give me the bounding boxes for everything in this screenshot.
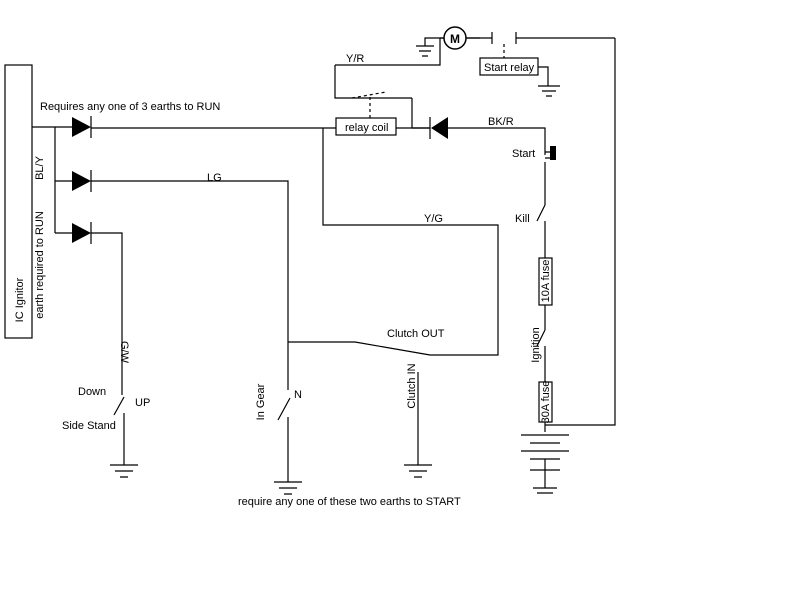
- g-w-label: G/W: [118, 341, 130, 364]
- neutral-switch: In Gear N: [255, 383, 302, 482]
- ground-clutch: [404, 464, 432, 478]
- clutch-switch: Clutch OUT Clutch IN: [322, 128, 499, 465]
- side-stand-label: Side Stand: [62, 420, 116, 432]
- ic-ignitor-label: IC Ignitor: [14, 277, 26, 322]
- clutch-out-label: Clutch OUT: [387, 328, 445, 340]
- ground-neutral: [274, 481, 302, 495]
- relay-coil: relay coil: [334, 65, 430, 136]
- motor-label: M: [450, 32, 460, 46]
- ignition-label: Ignition: [530, 327, 542, 362]
- n-label: N: [294, 389, 302, 401]
- requires-any-one-label: Requires any one of 3 earths to RUN: [40, 101, 220, 113]
- lg-label: LG: [207, 172, 222, 184]
- ic-ignitor: IC Ignitor: [4, 64, 33, 339]
- relay-coil-label: relay coil: [345, 122, 388, 134]
- diode-bkr-symbol: [431, 117, 448, 139]
- gw-wire: [91, 232, 123, 395]
- fuse-30a: 30A fuse: [538, 381, 553, 432]
- lg-wire: [91, 180, 289, 390]
- kill-switch: Kill: [515, 204, 546, 258]
- down-label: Down: [78, 386, 106, 398]
- clutch-in-label: Clutch IN: [406, 363, 418, 408]
- require-start-label: require any one of these two earths to S…: [238, 496, 461, 508]
- start-relay: Start relay: [466, 32, 615, 97]
- kill-label: Kill: [515, 213, 530, 225]
- earth-required-label: earth required to RUN: [34, 211, 46, 319]
- ignition-switch: Ignition: [530, 327, 546, 382]
- start-label: Start: [512, 148, 535, 160]
- diode-lg: [55, 170, 92, 192]
- fuse-30a-label: 30A fuse: [540, 381, 552, 424]
- starter-motor: M: [416, 26, 467, 57]
- y-r-label: Y/R: [346, 53, 364, 65]
- diode-gw: [55, 222, 92, 244]
- diode-run-symbol: [72, 117, 91, 137]
- diode-gw-symbol: [72, 223, 91, 243]
- fuse-10a: 10A fuse: [538, 257, 553, 330]
- diode-bkr: [412, 117, 546, 150]
- bk-r-label: BK/R: [488, 116, 514, 128]
- bl-y-label: BL/Y: [34, 155, 46, 180]
- battery-feed-wire: [545, 38, 616, 426]
- ic-ignitor-box: [4, 64, 33, 339]
- bl-y-wire: [32, 126, 56, 233]
- diode-lg-symbol: [72, 171, 91, 191]
- fuse-10a-label: 10A fuse: [540, 260, 552, 303]
- battery: [521, 434, 569, 494]
- start-button: Start: [512, 146, 556, 205]
- side-stand-switch: Down UP Side Stand: [62, 386, 150, 465]
- in-gear-label: In Gear: [255, 383, 267, 420]
- ground-side-stand: [110, 464, 138, 478]
- relay-coil-box: [335, 117, 397, 136]
- y-g-label: Y/G: [424, 213, 443, 225]
- up-label: UP: [135, 397, 150, 409]
- start-relay-label: Start relay: [484, 62, 535, 74]
- diode-run: [55, 116, 92, 138]
